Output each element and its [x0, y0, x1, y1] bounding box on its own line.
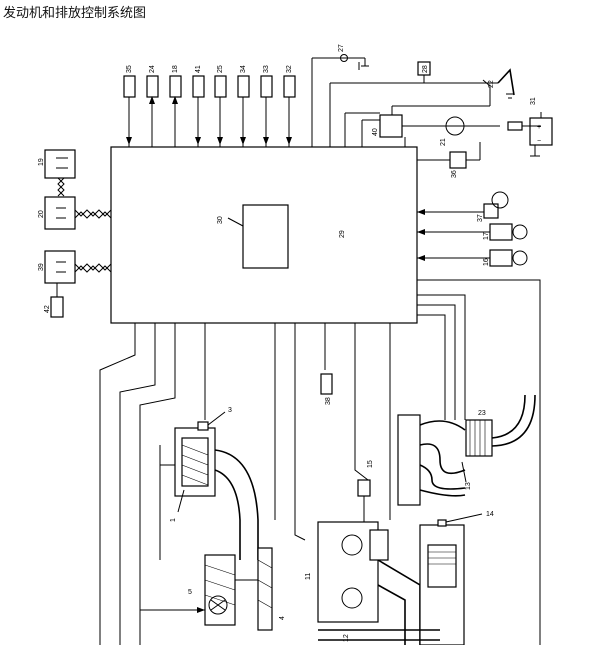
battery-minus: −	[537, 138, 541, 145]
label-42: 42	[44, 305, 51, 313]
throttle-body	[140, 445, 273, 631]
label-41: 41	[195, 65, 202, 73]
label-35: 35	[126, 65, 133, 73]
label-22: 22	[488, 80, 495, 88]
label-25: 25	[217, 65, 224, 73]
exhaust-system	[397, 394, 536, 506]
engine-block	[317, 479, 465, 645]
label-15: 15	[367, 460, 374, 468]
relay-40-box	[379, 114, 403, 138]
air-intake	[160, 421, 259, 560]
main-fuse-21-icon	[445, 116, 465, 136]
label-23: 23	[478, 410, 486, 417]
label-1: 1	[170, 518, 177, 522]
label-16: 16	[483, 258, 490, 266]
label-27: 27	[338, 44, 345, 52]
label-33: 33	[263, 65, 270, 73]
page-title: 发动机和排放控制系统图	[3, 6, 147, 21]
label-39: 39	[38, 263, 45, 271]
indicator-27-icon	[340, 54, 348, 62]
battery-plus: +	[537, 124, 541, 131]
label-30: 30	[217, 216, 224, 224]
left-modules	[44, 149, 112, 318]
right-sensors	[417, 191, 528, 267]
label-19: 19	[38, 158, 45, 166]
lower-wiring	[99, 279, 541, 645]
label-14: 14	[486, 511, 494, 518]
label-21: 21	[440, 138, 447, 146]
component-38-box	[320, 373, 333, 395]
label-36: 36	[451, 170, 458, 178]
label-34: 34	[240, 65, 247, 73]
label-38: 38	[325, 397, 332, 405]
label-4: 4	[279, 616, 286, 620]
label-5: 5	[188, 589, 192, 596]
label-31: 31	[530, 97, 537, 105]
label-29: 29	[339, 230, 346, 238]
label-32: 32	[286, 65, 293, 73]
label-12: 12	[343, 634, 350, 642]
label-24: 24	[149, 65, 156, 73]
label-20: 20	[38, 210, 45, 218]
label-11: 11	[305, 573, 312, 580]
ecm-memory-box	[242, 204, 289, 269]
label-28: 28	[422, 65, 429, 73]
label-3: 3	[228, 407, 232, 414]
top-sensors	[123, 75, 296, 147]
label-17: 17	[483, 232, 490, 240]
label-37: 37	[477, 214, 484, 222]
label-13: 13	[465, 482, 472, 490]
label-40: 40	[372, 128, 379, 136]
relay-36-box	[449, 151, 467, 169]
power-circuit: + −	[311, 54, 553, 169]
idle-valve-5-icon	[208, 595, 228, 615]
label-18: 18	[172, 65, 179, 73]
